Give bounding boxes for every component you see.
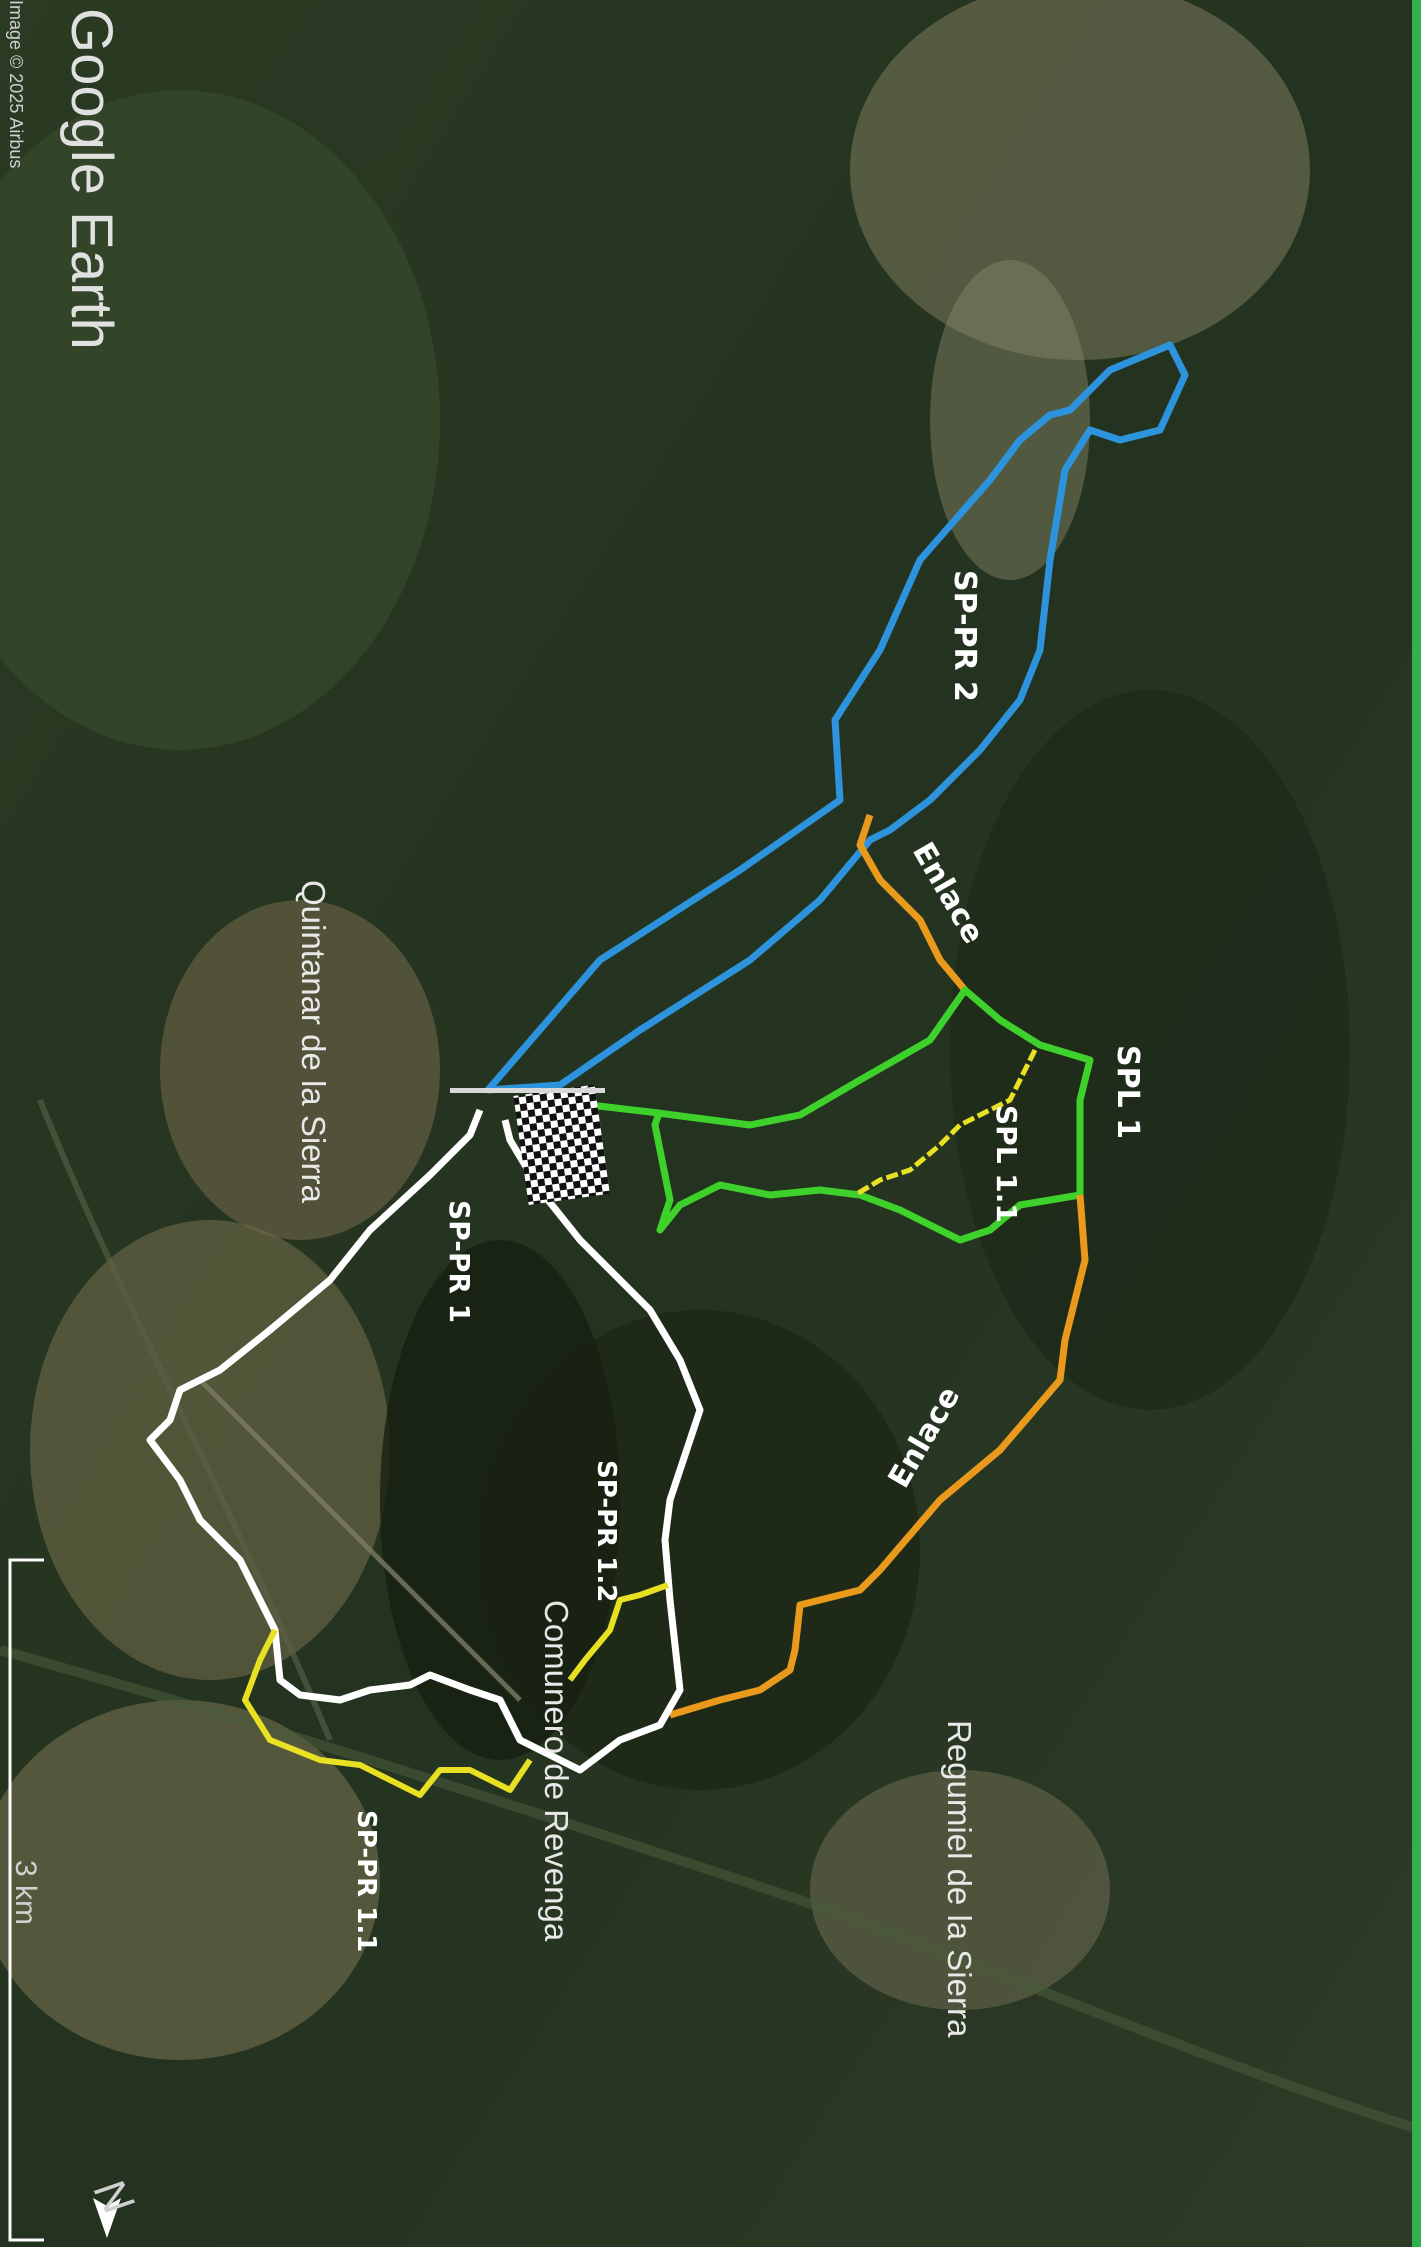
route-sp-pr-1-1[interactable] — [242, 1628, 533, 1798]
route-sp-pr-1[interactable] — [146, 1108, 704, 1774]
route-spl-1[interactable] — [589, 986, 1094, 1244]
scale-label: 3 km — [9, 1860, 42, 1925]
route-sp-pr-1-2[interactable] — [567, 1582, 670, 1682]
label-sp-pr-1-1: SP-PR 1.1 — [351, 1810, 381, 1952]
label-spl-1: SPL 1 — [1110, 1045, 1145, 1139]
place-regumiel: Regumiel de la Sierra — [941, 1720, 978, 2038]
finish-flag[interactable] — [450, 1084, 610, 1205]
image-attribution: Image © 2025 Airbus — [6, 0, 26, 168]
label-spl-1-1: SPL 1.1 — [990, 1105, 1023, 1223]
route-spl-1-1[interactable] — [853, 1048, 1038, 1198]
google-earth-logo: Google Earth — [59, 8, 124, 350]
flag-pole — [450, 1088, 605, 1093]
map-frame-border — [1412, 0, 1421, 2247]
checkered-flag-icon — [513, 1084, 610, 1205]
label-sp-pr-1: SP-PR 1 — [443, 1200, 476, 1323]
place-quintanar: Quintanar de la Sierra — [295, 880, 332, 1203]
scale-bar: 3 km — [8, 1558, 44, 2242]
route-enlace-top[interactable] — [856, 813, 968, 993]
place-comunero: Comunero de Revenga — [538, 1600, 575, 1942]
label-sp-pr-1-2: SP-PR 1.2 — [591, 1460, 621, 1602]
route-enlace-bottom[interactable] — [668, 1194, 1089, 1719]
label-sp-pr-2: SP-PR 2 — [947, 570, 982, 702]
